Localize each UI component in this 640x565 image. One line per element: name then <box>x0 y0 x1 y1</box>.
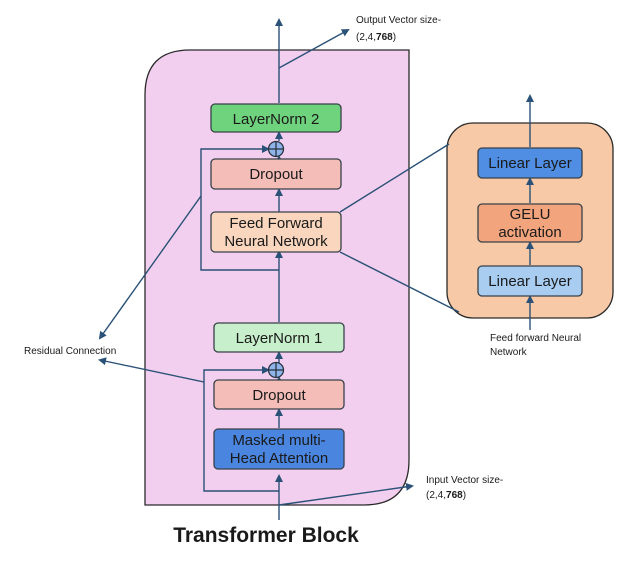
input-label-line2: (2,4,768) <box>426 490 466 501</box>
residual-connection-2 <box>200 145 279 271</box>
linear-bottom-label: Linear Layer <box>488 273 571 290</box>
gelu-label-line1: GELU <box>510 206 551 223</box>
diagram-title: Transformer Block <box>173 524 359 547</box>
layernorm1-node <box>213 322 345 353</box>
attention-label-line1: Masked multi- <box>232 432 325 449</box>
linear-bottom-node <box>477 265 583 297</box>
output-label-line1: Output Vector size- <box>356 15 441 26</box>
layernorm1-label: LayerNorm 1 <box>236 330 323 347</box>
ffn-caption-line2: Network <box>490 347 528 358</box>
attention-label-line2: Head Attention <box>230 450 328 467</box>
ffn-caption-line1: Feed forward Neural <box>490 333 581 344</box>
gelu-label-line2: activation <box>498 224 561 241</box>
residual-connection-label: Residual Connection <box>24 346 116 357</box>
dropout-top-label: Dropout <box>249 166 303 183</box>
attention-node <box>213 428 345 470</box>
dropout-bottom-label: Dropout <box>252 387 306 404</box>
zoom-line-bottom <box>339 251 460 313</box>
dropout-top-node <box>210 158 342 190</box>
input-label-line1: Input Vector size- <box>426 475 503 486</box>
output-label-pointer <box>278 29 350 69</box>
output-label-line2: (2,4,768) <box>356 32 396 43</box>
add-node-bottom <box>267 361 285 379</box>
residual-connection-1 <box>203 366 279 492</box>
gelu-node <box>477 203 583 243</box>
residual-pointer-upper <box>98 195 202 340</box>
layernorm2-node <box>210 103 342 133</box>
ffn-label-line1: Feed Forward <box>229 215 322 232</box>
layernorm2-label: LayerNorm 2 <box>233 111 320 128</box>
residual-pointer-lower <box>98 357 205 383</box>
zoom-line-top <box>339 143 450 213</box>
linear-top-label: Linear Layer <box>488 155 571 172</box>
dropout-bottom-node <box>213 379 345 410</box>
ffn-node <box>210 211 342 253</box>
add-node-top <box>267 140 285 158</box>
ffn-label-line2: Neural Network <box>224 233 328 250</box>
input-label-pointer <box>278 482 414 506</box>
linear-top-node <box>477 147 583 179</box>
